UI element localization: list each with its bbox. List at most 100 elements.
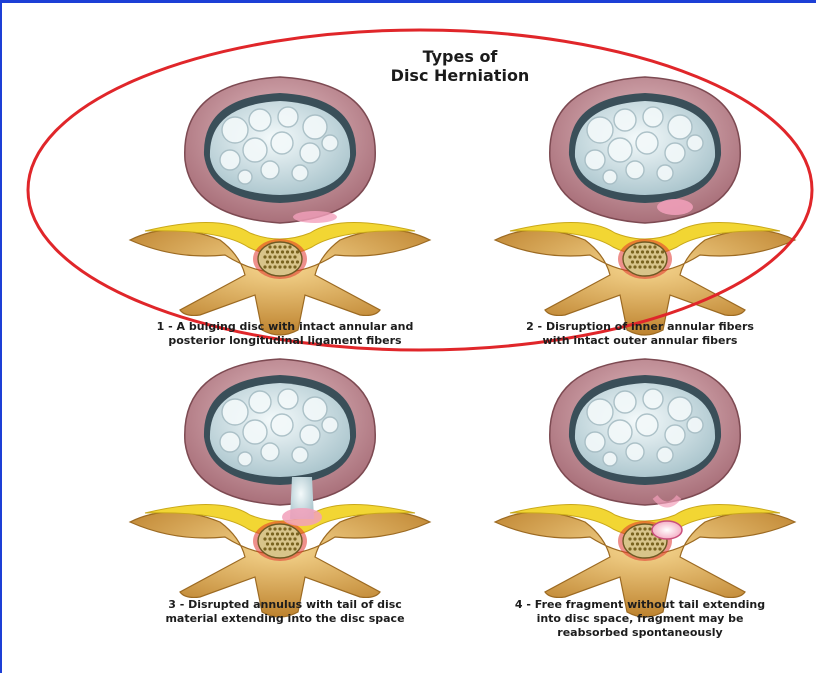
- nerve-fiber-dot: [288, 537, 291, 540]
- nerve-fiber-dot: [651, 542, 654, 545]
- nerve-fiber-dot: [273, 547, 276, 550]
- panel-1-bulge: [130, 77, 430, 335]
- nerve-fiber-dot: [293, 547, 296, 550]
- nerve-fiber-dot: [278, 537, 281, 540]
- nucleus-lobule: [657, 447, 673, 463]
- nucleus-lobule: [271, 132, 293, 154]
- caption-inner-disruption: 2 - Disruption of inner annular fibers w…: [480, 320, 800, 348]
- nerve-fiber-dot: [276, 250, 279, 253]
- nerve-fiber-dot: [263, 265, 266, 268]
- nucleus-lobule: [243, 138, 267, 162]
- nucleus-lobule: [243, 420, 267, 444]
- nucleus-lobule: [668, 397, 692, 421]
- nerve-fiber-dot: [638, 537, 641, 540]
- nerve-fiber-dot: [293, 537, 296, 540]
- nerve-fiber-dot: [268, 245, 271, 248]
- nucleus-lobule: [278, 107, 298, 127]
- nerve-fiber-dot: [266, 260, 269, 263]
- nerve-fiber-dot: [281, 532, 284, 535]
- nucleus-lobule: [322, 135, 338, 151]
- caption-free-fragment: 4 - Free fragment without tail extending…: [480, 598, 800, 640]
- nucleus-lobule: [603, 452, 617, 466]
- nerve-fiber-dot: [286, 542, 289, 545]
- nerve-fiber-dot: [628, 537, 631, 540]
- nerve-fiber-dot: [641, 260, 644, 263]
- nerve-fiber-dot: [661, 250, 664, 253]
- nerve-fiber-dot: [628, 265, 631, 268]
- nerve-fiber-dot: [648, 255, 651, 258]
- nerve-fiber-dot: [268, 255, 271, 258]
- nucleus-lobule: [636, 132, 658, 154]
- nerve-fiber-dot: [276, 532, 279, 535]
- caption-2-line-2: with intact outer annular fibers: [480, 334, 800, 348]
- nucleus-lobule: [626, 161, 644, 179]
- nerve-fiber-dot: [273, 245, 276, 248]
- nerve-fiber-dot: [633, 265, 636, 268]
- nerve-fiber-dot: [278, 527, 281, 530]
- nerve-fiber-dot: [286, 260, 289, 263]
- nerve-fiber-dot: [273, 265, 276, 268]
- nerve-fiber-dot: [656, 250, 659, 253]
- inner-disruption-highlight: [657, 199, 693, 215]
- nerve-fiber-dot: [653, 255, 656, 258]
- caption-1-line-2: posterior longitudinal ligament fibers: [115, 334, 455, 348]
- title-line-1: Types of: [380, 47, 540, 66]
- nerve-fiber-dot: [646, 250, 649, 253]
- nerve-fiber-dot: [288, 265, 291, 268]
- nucleus-lobule: [222, 117, 248, 143]
- nerve-fiber-dot: [288, 527, 291, 530]
- nerve-fiber-dot: [633, 255, 636, 258]
- nucleus-lobule: [643, 389, 663, 409]
- nucleus-lobule: [687, 135, 703, 151]
- nerve-fiber-dot: [643, 245, 646, 248]
- nerve-fiber-dot: [636, 542, 639, 545]
- nucleus-lobule: [278, 389, 298, 409]
- nerve-fiber-dot: [641, 250, 644, 253]
- panel-4-sequestration: [495, 359, 795, 617]
- caption-3-line-2: material extending into the disc space: [115, 612, 455, 626]
- nerve-fiber-dot: [273, 527, 276, 530]
- caption-disrupted-annulus: 3 - Disrupted annulus with tail of disc …: [115, 598, 455, 626]
- nerve-fiber-dot: [283, 537, 286, 540]
- nucleus-lobule: [608, 420, 632, 444]
- nerve-fiber-dot: [273, 255, 276, 258]
- nucleus-lobule: [614, 109, 636, 131]
- nerve-fiber-dot: [296, 260, 299, 263]
- nerve-fiber-dot: [271, 542, 274, 545]
- nucleus-lobule: [220, 432, 240, 452]
- nucleus-lobule: [636, 414, 658, 436]
- nucleus-lobule: [300, 425, 320, 445]
- nerve-fiber-dot: [268, 265, 271, 268]
- nucleus-lobule: [220, 150, 240, 170]
- nerve-fiber-dot: [631, 532, 634, 535]
- nucleus-lobule: [261, 443, 279, 461]
- nerve-fiber-dot: [641, 542, 644, 545]
- nucleus-lobule: [238, 170, 252, 184]
- nerve-fiber-dot: [283, 265, 286, 268]
- nerve-fiber-dot: [266, 250, 269, 253]
- nucleus-lobule: [222, 399, 248, 425]
- nucleus-lobule: [668, 115, 692, 139]
- nerve-fiber-dot: [653, 547, 656, 550]
- nerve-fiber-dot: [646, 260, 649, 263]
- nerve-fiber-dot: [281, 542, 284, 545]
- nerve-fiber-dot: [643, 527, 646, 530]
- nucleus-lobule: [238, 452, 252, 466]
- nerve-fiber-dot: [656, 260, 659, 263]
- nerve-fiber-dot: [288, 547, 291, 550]
- nerve-fiber-dot: [271, 260, 274, 263]
- nerve-fiber-dot: [638, 245, 641, 248]
- caption-4-line-2: into disc space, fragment may be: [480, 612, 800, 626]
- caption-4-line-1: 4 - Free fragment without tail extending: [480, 598, 800, 612]
- nucleus-lobule: [585, 432, 605, 452]
- nerve-fiber-dot: [271, 532, 274, 535]
- nerve-fiber-dot: [658, 255, 661, 258]
- nerve-fiber-dot: [293, 255, 296, 258]
- nerve-fiber-dot: [638, 547, 641, 550]
- nerve-fiber-dot: [653, 537, 656, 540]
- nerve-fiber-dot: [286, 532, 289, 535]
- nerve-fiber-dot: [628, 255, 631, 258]
- nerve-fiber-dot: [296, 250, 299, 253]
- nucleus-lobule: [665, 143, 685, 163]
- nerve-fiber-dot: [648, 537, 651, 540]
